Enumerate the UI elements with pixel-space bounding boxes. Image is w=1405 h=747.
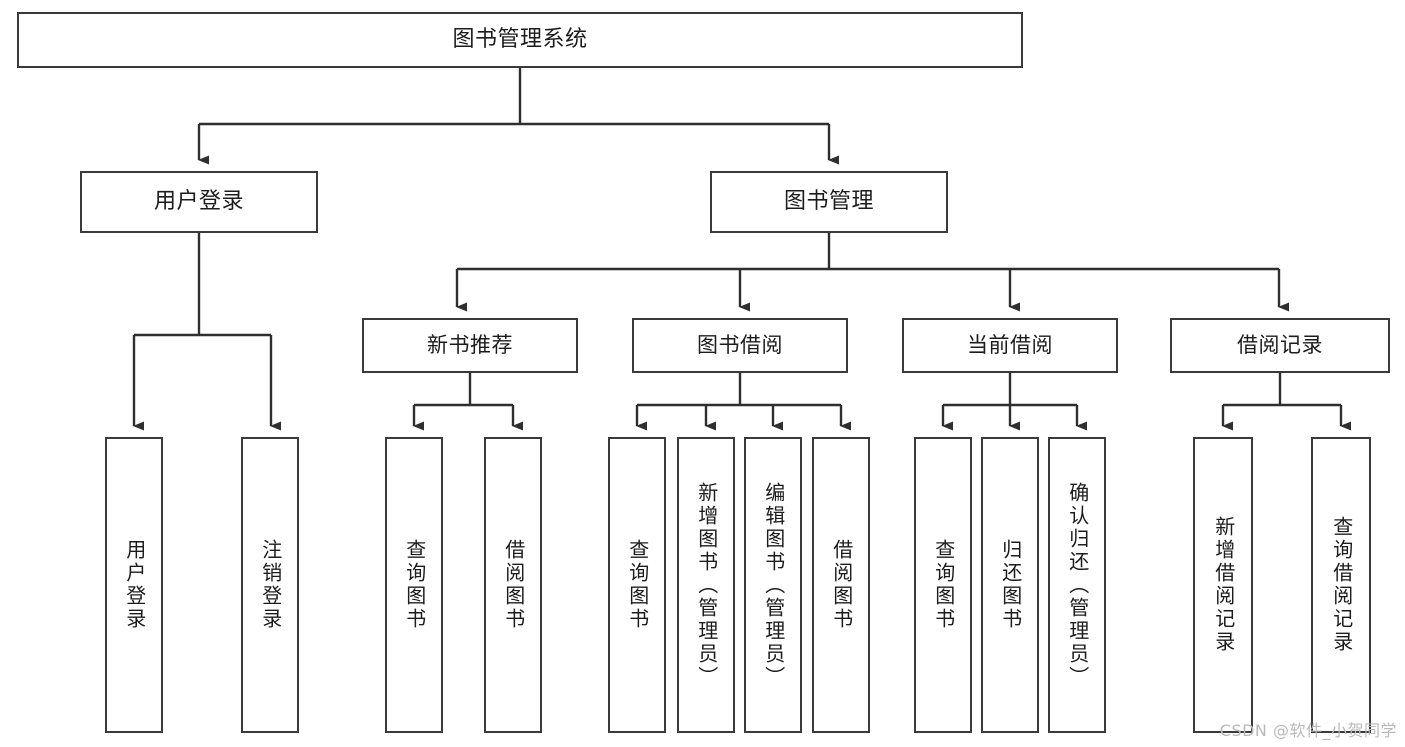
node-leaf-edit-book-admin[interactable]: 编辑图书（管理员） bbox=[744, 437, 802, 733]
node-leaf-return-book-label: 归还图书 bbox=[998, 539, 1023, 631]
node-book-manage[interactable]: 图书管理 bbox=[710, 171, 948, 233]
node-root[interactable]: 图书管理系统 bbox=[17, 12, 1023, 68]
node-leaf-user-login-label: 用户登录 bbox=[122, 539, 147, 631]
node-leaf-borrow-book-1[interactable]: 借阅图书 bbox=[484, 437, 542, 733]
node-leaf-confirm-return-admin-label: 确认归还（管理员） bbox=[1065, 481, 1090, 689]
node-leaf-borrow-book-2[interactable]: 借阅图书 bbox=[812, 437, 870, 733]
node-book-borrow[interactable]: 图书借阅 bbox=[632, 318, 848, 373]
node-new-book-recommend[interactable]: 新书推荐 bbox=[362, 318, 578, 373]
node-book-manage-label: 图书管理 bbox=[783, 189, 874, 215]
node-leaf-borrow-book-1-label: 借阅图书 bbox=[501, 539, 526, 631]
node-new-book-recommend-label: 新书推荐 bbox=[427, 333, 513, 358]
node-leaf-user-login[interactable]: 用户登录 bbox=[105, 437, 163, 733]
node-leaf-add-borrow-record-label: 新增借阅记录 bbox=[1211, 516, 1236, 654]
node-leaf-confirm-return-admin[interactable]: 确认归还（管理员） bbox=[1048, 437, 1106, 733]
node-leaf-edit-book-admin-label: 编辑图书（管理员） bbox=[761, 481, 786, 689]
connector-recommend-to-leaves bbox=[412, 373, 523, 431]
node-current-borrow[interactable]: 当前借阅 bbox=[902, 318, 1118, 373]
node-leaf-query-book-1[interactable]: 查询图书 bbox=[385, 437, 443, 733]
node-current-borrow-label: 当前借阅 bbox=[967, 333, 1053, 358]
node-leaf-query-book-3-label: 查询图书 bbox=[931, 539, 956, 631]
node-leaf-add-book-admin-label: 新增图书（管理员） bbox=[694, 481, 719, 689]
node-leaf-query-borrow-record-label: 查询借阅记录 bbox=[1329, 516, 1354, 654]
connector-root-to-level2 bbox=[197, 68, 839, 165]
node-leaf-add-book-admin[interactable]: 新增图书（管理员） bbox=[677, 437, 735, 733]
node-leaf-query-book-2[interactable]: 查询图书 bbox=[608, 437, 666, 733]
node-leaf-logout-login[interactable]: 注销登录 bbox=[241, 437, 299, 733]
connector-borrowrecord-to-leaves bbox=[1221, 373, 1351, 431]
node-leaf-return-book[interactable]: 归还图书 bbox=[981, 437, 1039, 733]
node-leaf-query-book-3[interactable]: 查询图书 bbox=[914, 437, 972, 733]
node-leaf-query-borrow-record[interactable]: 查询借阅记录 bbox=[1311, 437, 1371, 733]
node-user-login-label: 用户登录 bbox=[153, 189, 244, 215]
node-borrow-record-label: 借阅记录 bbox=[1237, 333, 1323, 358]
connector-bookmanage-to-level3 bbox=[455, 233, 1289, 312]
connector-bookborrow-to-leaves bbox=[635, 373, 851, 431]
csdn-watermark: CSDN @软件_小贺同学 bbox=[1219, 721, 1397, 740]
connector-userlogin-to-leaves bbox=[132, 233, 281, 431]
node-leaf-borrow-book-2-label: 借阅图书 bbox=[829, 539, 854, 631]
connector-currentborrow-to-leaves bbox=[941, 373, 1087, 431]
node-book-borrow-label: 图书借阅 bbox=[697, 333, 783, 358]
node-user-login[interactable]: 用户登录 bbox=[80, 171, 318, 233]
node-leaf-logout-login-label: 注销登录 bbox=[258, 539, 283, 631]
node-root-label: 图书管理系统 bbox=[452, 27, 588, 53]
node-leaf-query-book-1-label: 查询图书 bbox=[402, 539, 427, 631]
node-leaf-query-book-2-label: 查询图书 bbox=[625, 539, 650, 631]
node-leaf-add-borrow-record[interactable]: 新增借阅记录 bbox=[1193, 437, 1253, 733]
node-borrow-record[interactable]: 借阅记录 bbox=[1170, 318, 1390, 373]
